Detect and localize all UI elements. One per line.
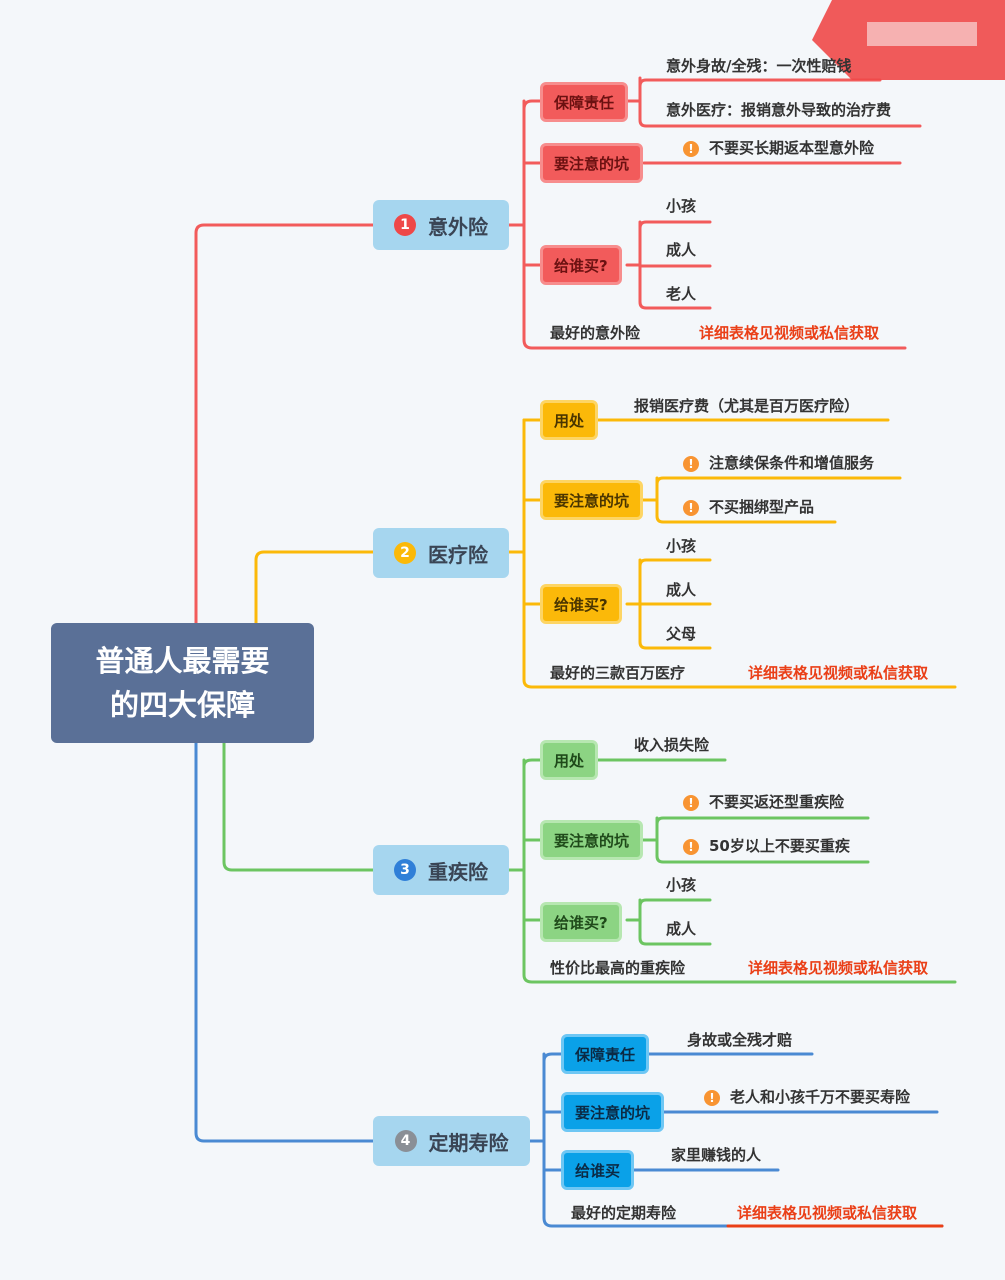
leaf-text: 小孩 xyxy=(666,876,697,894)
leaf-text: 父母 xyxy=(666,625,697,643)
exclamation-icon: ! xyxy=(683,794,699,811)
exclamation-icon: ! xyxy=(683,499,699,516)
sub-node: 要注意的坑 xyxy=(540,480,644,520)
number-badge: 2 xyxy=(394,542,416,564)
leaf-text: 老人 xyxy=(666,285,697,303)
leaf-warning: !注意续保条件和增值服务 xyxy=(683,452,874,473)
reference-link[interactable]: 详细表格见视频或私信获取 xyxy=(748,664,929,682)
exclamation-icon: ! xyxy=(683,140,699,157)
sub-node: 要注意的坑 xyxy=(540,143,644,183)
leaf-warning: !老人和小孩千万不要买寿险 xyxy=(704,1086,910,1107)
number-badge: 3 xyxy=(394,859,416,881)
root-title-line2: 的四大保障 xyxy=(109,688,255,722)
best-label: 最好的意外险 xyxy=(550,324,641,342)
reference-link[interactable]: 详细表格见视频或私信获取 xyxy=(748,959,929,977)
sub-node: 给谁买 xyxy=(561,1150,635,1190)
leaf-text: 收入损失险 xyxy=(634,736,710,754)
leaf-text: 成人 xyxy=(666,241,697,259)
main-node-medical: 2 医疗险 xyxy=(373,528,509,578)
main-node-term-life: 4 定期寿险 xyxy=(373,1116,530,1166)
best-label: 最好的定期寿险 xyxy=(571,1204,677,1222)
leaf-text: 意外医疗：报销意外导致的治疗费 xyxy=(666,101,892,119)
number-badge: 1 xyxy=(394,214,416,236)
watermark-arrow xyxy=(812,0,1005,80)
reference-link[interactable]: 详细表格见视频或私信获取 xyxy=(699,324,880,342)
exclamation-icon: ! xyxy=(683,838,699,855)
leaf-text: 报销医疗费（尤其是百万医疗险） xyxy=(634,397,860,415)
sub-node: 要注意的坑 xyxy=(540,820,644,860)
sub-node: 要注意的坑 xyxy=(561,1092,665,1132)
root-title-line1: 普通人最需要 xyxy=(95,644,270,678)
sub-node: 给谁买? xyxy=(540,584,622,624)
root-node: 普通人最需要 的四大保障 xyxy=(51,623,314,743)
main-node-label: 定期寿险 xyxy=(428,1130,509,1155)
main-node-label: 医疗险 xyxy=(428,542,488,567)
main-node-critical-illness: 3 重疾险 xyxy=(373,845,509,895)
best-label: 最好的三款百万医疗 xyxy=(550,664,686,682)
best-label: 性价比最高的重疾险 xyxy=(550,959,686,977)
sub-node: 给谁买? xyxy=(540,902,622,942)
exclamation-icon: ! xyxy=(704,1089,720,1106)
exclamation-icon: ! xyxy=(683,455,699,472)
main-node-label: 重疾险 xyxy=(428,859,488,884)
sub-node: 用处 xyxy=(540,740,599,780)
leaf-text: 成人 xyxy=(666,581,697,599)
sub-node: 保障责任 xyxy=(540,82,629,122)
sub-node: 保障责任 xyxy=(561,1034,650,1074)
leaf-text: 小孩 xyxy=(666,537,697,555)
main-node-accident: 1 意外险 xyxy=(373,200,509,250)
sub-node: 用处 xyxy=(540,400,599,440)
number-badge: 4 xyxy=(394,1130,417,1152)
main-node-label: 意外险 xyxy=(428,214,488,239)
leaf-warning: !不要买返还型重疾险 xyxy=(683,791,844,812)
leaf-warning: !不要买长期返本型意外险 xyxy=(683,137,874,158)
leaf-warning: !不买捆绑型产品 xyxy=(683,496,814,517)
sub-node: 给谁买? xyxy=(540,245,622,285)
leaf-text: 家里赚钱的人 xyxy=(671,1146,762,1164)
leaf-warning: !50岁以上不要买重疾 xyxy=(683,835,850,856)
leaf-text: 成人 xyxy=(666,920,697,938)
leaf-text: 身故或全残才赔 xyxy=(687,1031,793,1049)
leaf-text: 小孩 xyxy=(666,197,697,215)
reference-link[interactable]: 详细表格见视频或私信获取 xyxy=(737,1204,918,1222)
leaf-text: 意外身故/全残：一次性赔钱 xyxy=(666,57,852,75)
